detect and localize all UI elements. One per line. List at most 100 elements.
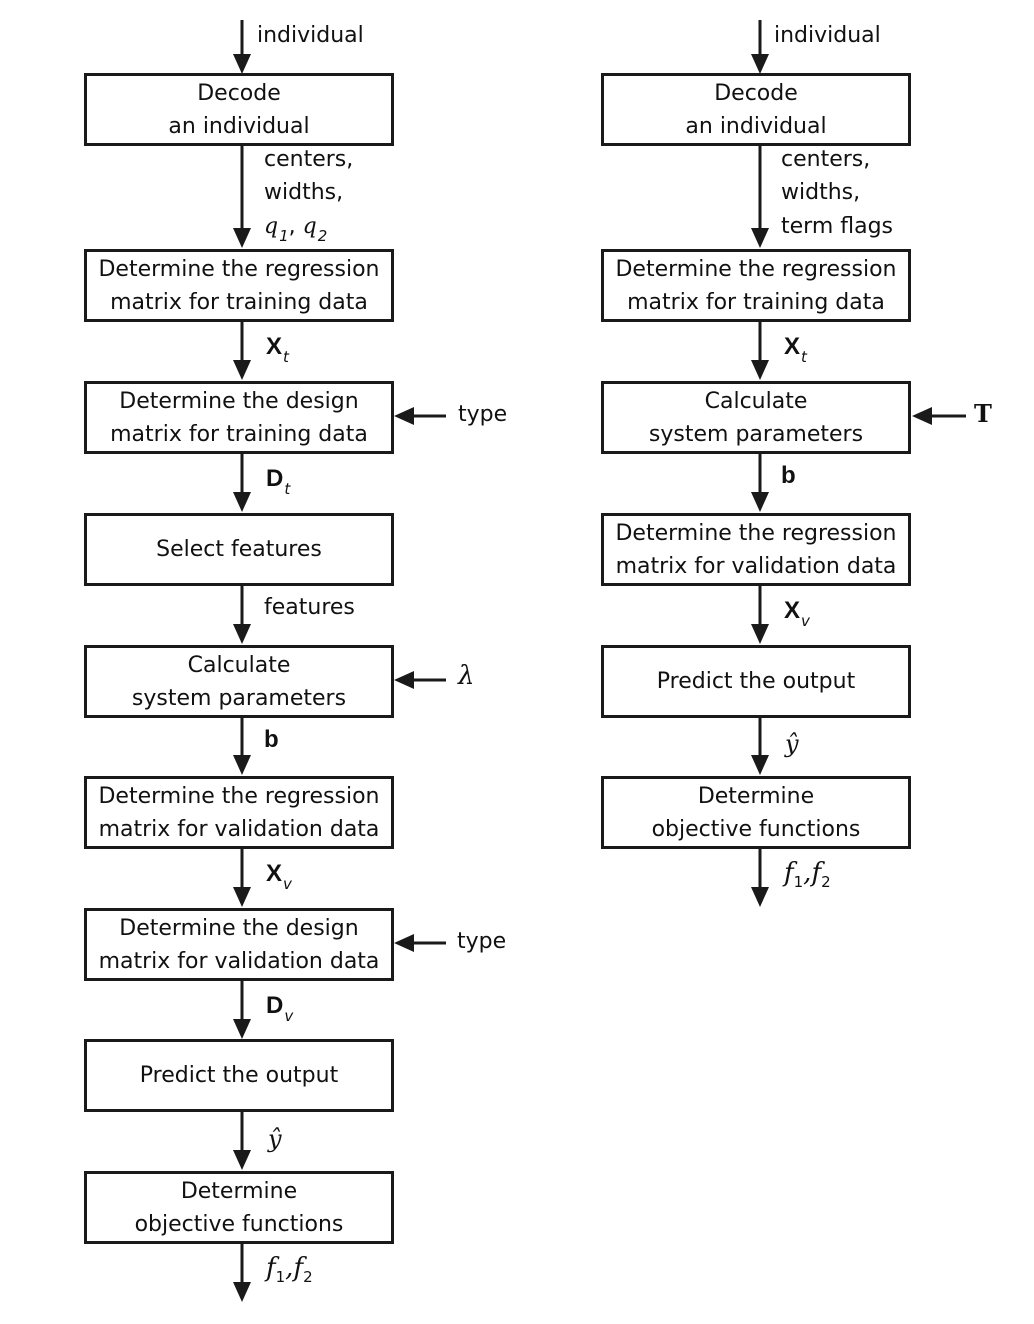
right-box-objective: Determine objective functions (601, 776, 911, 849)
left-box-design-validation: Determine the design matrix for validati… (84, 908, 394, 981)
right-arrow-t (912, 407, 966, 425)
left-box-decode: Decode an individual (84, 73, 394, 146)
dv-subscript: v (284, 1007, 294, 1025)
box-text-line2: an individual (168, 113, 310, 139)
box-text-line1: Select features (156, 537, 322, 562)
left-arrow-xv (233, 848, 251, 907)
dt-subscript: t (284, 480, 291, 498)
left-yhat-label: ŷ (268, 1125, 282, 1153)
left-arrow-lambda (394, 671, 446, 689)
left-xt-label: Xt (266, 330, 289, 366)
right-box-regression-training: Determine the regression matrix for trai… (601, 249, 911, 322)
box-text-line2: matrix for validation data (98, 948, 380, 974)
box-text-line2: matrix for training data (110, 289, 368, 315)
box-text-line1: Calculate (187, 652, 291, 678)
box-text-line2: matrix for training data (627, 289, 885, 315)
right-box-decode: Decode an individual (601, 73, 911, 146)
box-text-line1: Determine the regression (615, 520, 897, 546)
box-text-line1: Determine the regression (98, 256, 380, 282)
right-b-label: b (781, 459, 796, 493)
xv-symbol: X (784, 597, 801, 624)
left-arrow-dt (233, 453, 251, 512)
f-separator: , (285, 1253, 294, 1283)
left-box-objective: Determine objective functions (84, 1171, 394, 1244)
b-symbol: b (264, 726, 279, 753)
xv-subscript: v (283, 875, 292, 893)
left-arrow-decode (233, 146, 251, 248)
left-features-label: features (264, 595, 355, 620)
box-text-line1: Predict the output (139, 1063, 339, 1088)
right-xt-label: Xt (784, 330, 807, 366)
box-text-line1: Determine the design (119, 388, 359, 414)
f1-subscript: 1 (793, 873, 804, 891)
left-type-label-2: type (457, 929, 507, 954)
right-decode-output-widths: widths, (781, 180, 861, 205)
dv-symbol: D (266, 992, 284, 1019)
left-dv-label: Dv (266, 989, 293, 1025)
box-text-line1: Decode (197, 80, 281, 106)
right-box-calc-params: Calculate system parameters (601, 381, 911, 454)
q1-symbol: q (264, 214, 279, 239)
xt-subscript: t (801, 348, 807, 366)
right-box-predict: Predict the output (601, 645, 911, 718)
dt-symbol: D (266, 465, 284, 492)
left-arrow-dv (233, 980, 251, 1039)
right-arrow-b (751, 453, 769, 512)
f-separator: , (803, 858, 812, 888)
right-arrow-xv (751, 585, 769, 644)
q1-subscript: 1 (279, 227, 289, 245)
left-input-label: individual (257, 23, 364, 48)
left-dt-label: Dt (266, 462, 290, 498)
f1-symbol: f (784, 858, 794, 888)
f2-symbol: f (811, 858, 822, 888)
left-arrow-xt (233, 321, 251, 380)
box-text-line1: Determine (697, 783, 815, 809)
box-text-line2: system parameters (648, 421, 864, 447)
left-xv-label: Xv (266, 857, 292, 893)
right-arrow-decode (751, 146, 769, 248)
box-text-line1: Decode (714, 80, 798, 106)
right-arrow-yhat (751, 717, 769, 775)
xv-subscript: v (801, 612, 810, 630)
left-box-regression-training: Determine the regression matrix for trai… (84, 249, 394, 322)
q-separator: , (288, 214, 303, 239)
left-arrow-b (233, 717, 251, 775)
box-text-line2: matrix for validation data (98, 816, 380, 842)
left-box-design-training: Determine the design matrix for training… (84, 381, 394, 454)
left-arrow-yhat (233, 1111, 251, 1170)
right-f-label: f1,f2 (784, 857, 831, 893)
left-decode-output-widths: widths, (264, 180, 344, 205)
f2-symbol: f (293, 1253, 304, 1283)
right-arrow-input (751, 20, 769, 74)
box-text-line2: system parameters (131, 685, 347, 711)
left-arrow-type-1 (394, 407, 446, 425)
box-text-line1: Calculate (704, 388, 808, 414)
right-t-label: T (974, 399, 992, 428)
left-box-select-features: Select features (84, 513, 394, 586)
xt-subscript: t (283, 348, 289, 366)
q2-subscript: 2 (317, 227, 328, 245)
right-input-label: individual (774, 23, 881, 48)
left-arrow-features (233, 585, 251, 644)
xt-symbol: X (784, 333, 801, 360)
left-arrow-output (233, 1243, 251, 1302)
left-box-calc-params: Calculate system parameters (84, 645, 394, 718)
left-box-predict: Predict the output (84, 1039, 394, 1112)
box-text-line1: Predict the output (656, 669, 856, 694)
xv-symbol: X (266, 860, 283, 887)
box-text-line2: an individual (685, 113, 827, 139)
right-decode-output-term-flags: term flags (781, 214, 894, 239)
left-arrow-input (233, 20, 251, 74)
xt-symbol: X (266, 333, 283, 360)
left-type-label-1: type (458, 402, 508, 427)
box-text-line1: Determine the design (119, 915, 359, 941)
box-text-line1: Determine (180, 1178, 298, 1204)
left-box-regression-validation: Determine the regression matrix for vali… (84, 776, 394, 849)
b-symbol: b (781, 462, 796, 489)
q2-symbol: q (302, 214, 317, 239)
left-lambda-label: λ (458, 661, 475, 691)
box-text-line2: objective functions (134, 1211, 344, 1237)
box-text-line2: objective functions (651, 816, 861, 842)
right-decode-output-centers: centers, (781, 147, 871, 172)
